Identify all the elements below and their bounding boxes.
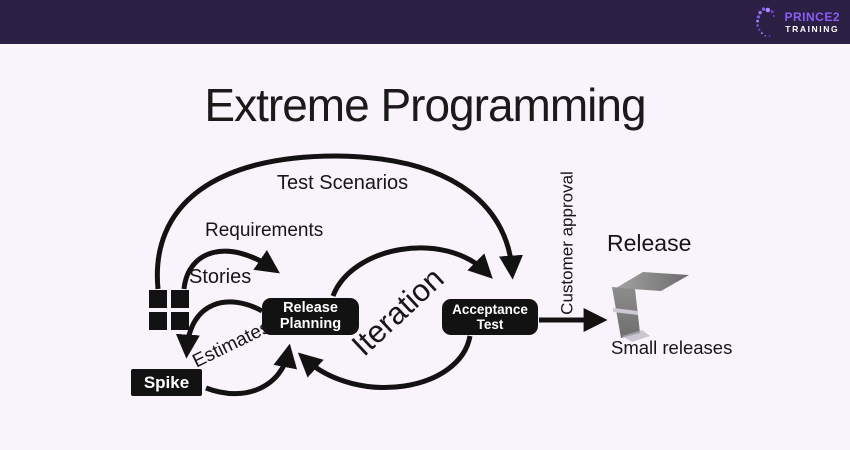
node-acceptance-test: Acceptance Test <box>442 299 538 335</box>
logo-sub-text: TRAINING <box>785 23 840 34</box>
arc-test-scenarios <box>154 153 523 290</box>
arc-iteration-bottom <box>297 335 473 390</box>
label-stories: Stories <box>189 266 252 288</box>
logo-text: PRINCE2 TRAINING <box>784 11 840 34</box>
prince2-training-logo: PRINCE2 TRAINING <box>755 4 840 40</box>
node-spike-label: Spike <box>143 372 190 392</box>
arc-iteration-top <box>330 245 493 297</box>
node-release-planning-line2: Planning <box>279 315 342 332</box>
arc-planning-to-spike <box>175 299 264 359</box>
label-small-releases: Small releases <box>611 337 733 358</box>
small-release-package-icon <box>612 272 689 342</box>
node-acceptance-test-line1: Acceptance <box>452 301 528 317</box>
label-release: Release <box>607 230 692 256</box>
label-customer-approval: Customer approval <box>557 171 577 315</box>
node-spike: Spike <box>131 369 202 396</box>
logo-brand-text: PRINCE2 <box>784 9 840 24</box>
top-bar: PRINCE2 TRAINING <box>0 0 850 44</box>
label-requirements: Requirements <box>205 220 324 241</box>
user-stories-squares-icon <box>149 290 189 330</box>
logo-dots-icon <box>756 7 776 37</box>
label-test-scenarios: Test Scenarios <box>277 172 409 194</box>
page-title: Extreme Programming <box>204 79 646 131</box>
node-acceptance-test-line2: Test <box>476 317 504 332</box>
arc-spike-to-planning <box>205 343 298 397</box>
node-release-planning: Release Planning <box>262 298 359 335</box>
arc-requirements <box>181 248 280 290</box>
node-release-planning-line1: Release <box>283 299 338 316</box>
